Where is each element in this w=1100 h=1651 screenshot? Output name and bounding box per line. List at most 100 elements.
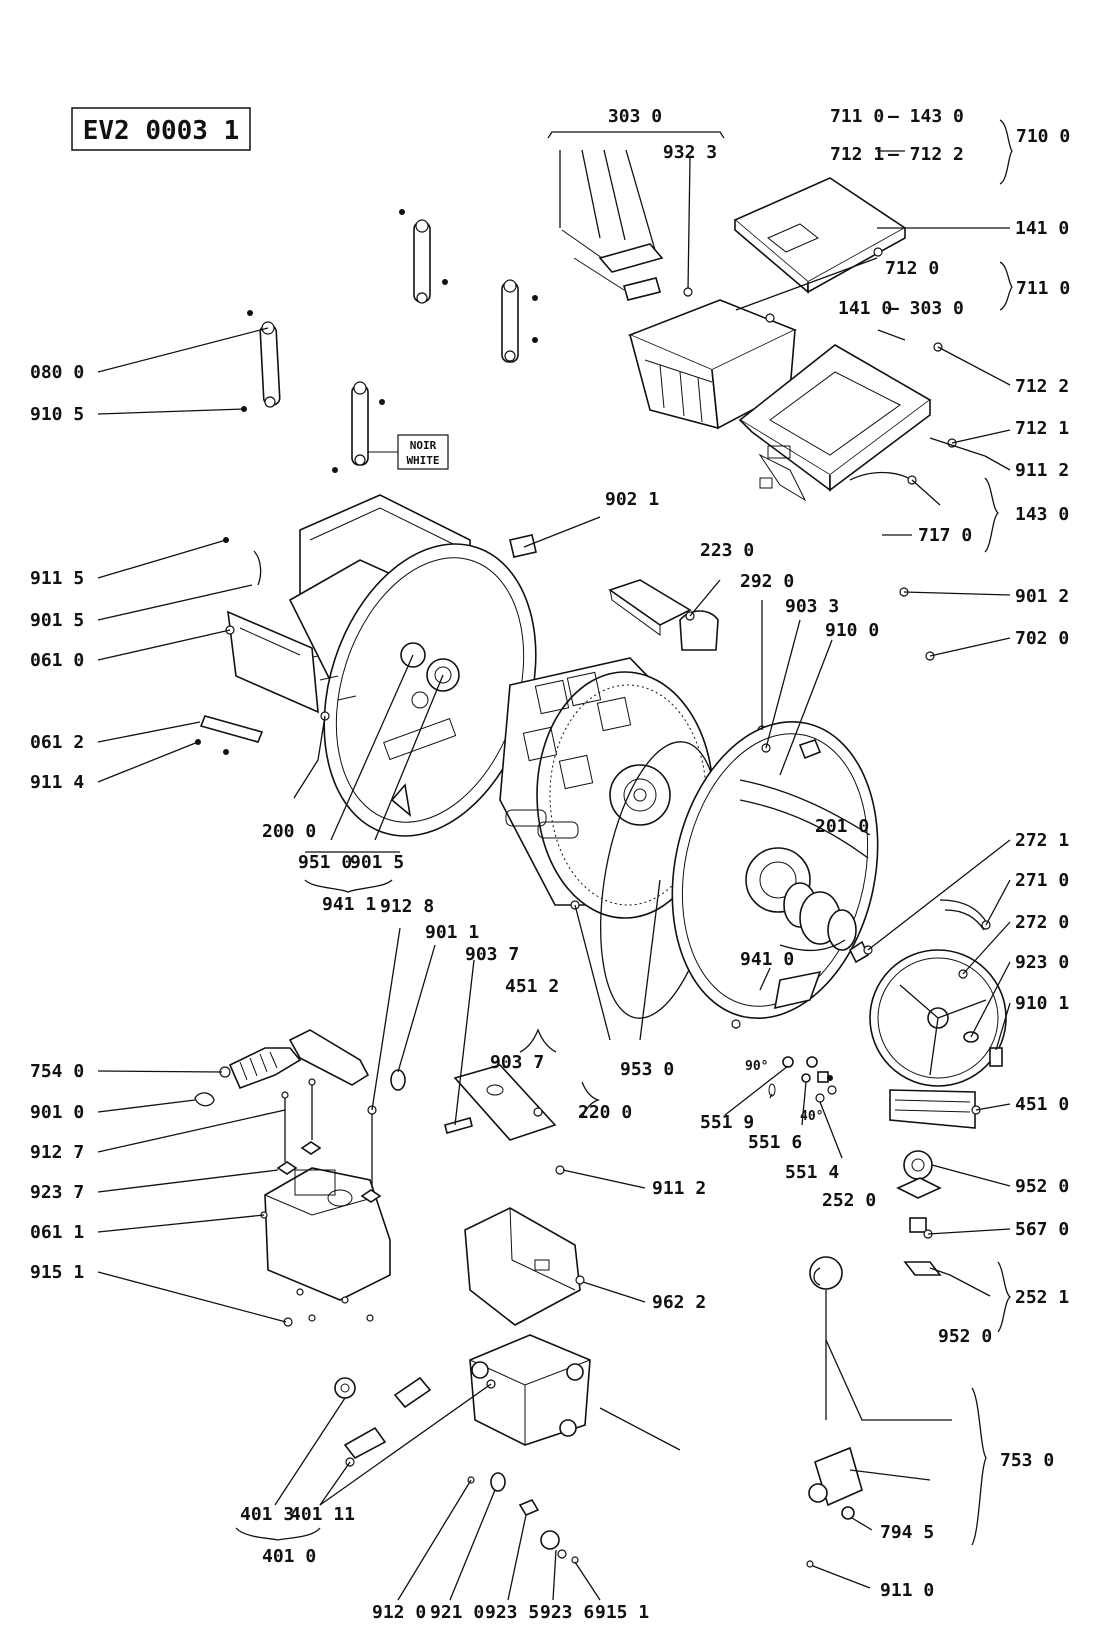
label-7121b: 712 1 [1015, 418, 1069, 439]
shock-absorbers: NOIR WHITE [241, 209, 538, 473]
front-panel-bracket [195, 537, 319, 755]
label-9033: 903 3 [785, 596, 839, 617]
angle-label-90: 90° [745, 1059, 768, 1074]
label-9015b: 901 5 [350, 852, 404, 873]
label-7120: 712 0 [885, 258, 939, 279]
dispenser-drawer [627, 299, 797, 430]
label-9236: 923 6 [540, 1602, 594, 1623]
label-9015a: 901 5 [30, 610, 84, 631]
label-9410: 941 0 [740, 949, 794, 970]
label-9110: 911 0 [880, 1580, 934, 1601]
heating-element [889, 1089, 981, 1129]
lid-cover [733, 177, 907, 294]
dispenser-housing [738, 329, 986, 502]
label-4013: 401 3 [240, 1504, 294, 1525]
label-2200: 220 0 [578, 1102, 632, 1123]
reference-code: EV2 0003 1 [83, 116, 240, 146]
rear-tub-half [288, 494, 537, 837]
label-1410a: 141 0 [1015, 218, 1069, 239]
label-9021: 902 1 [605, 489, 659, 510]
label-7170: 717 0 [918, 525, 972, 546]
label-2000: 200 0 [262, 821, 316, 842]
label-9520a: 952 0 [1015, 1176, 1069, 1197]
label-9235: 923 5 [485, 1602, 539, 1623]
label-1430a: — 143 0 [888, 106, 964, 127]
angle-label-40: 40° [800, 1109, 823, 1124]
label-9112a: 911 2 [1015, 460, 1069, 481]
label-7530: 753 0 [1000, 1450, 1054, 1471]
pulley-group [848, 899, 1007, 1087]
label-9011: 901 1 [425, 922, 479, 943]
motor-cover [464, 1207, 585, 1326]
label-4512: 451 2 [505, 976, 559, 997]
label-9112b: 911 2 [652, 1178, 706, 1199]
label-2230: 223 0 [700, 540, 754, 561]
label-9151b: 915 1 [595, 1602, 649, 1623]
thermostat-group [896, 1150, 942, 1276]
label-9520b: 952 0 [938, 1326, 992, 1347]
label-7110a: 711 0 [830, 106, 884, 127]
label-7122b: 712 2 [1015, 376, 1069, 397]
label-5514: 551 4 [785, 1162, 839, 1183]
base-block [260, 1078, 391, 1327]
motor-connectors [334, 1376, 579, 1564]
label-2521: 252 1 [1015, 1287, 1069, 1308]
label-9151a: 915 1 [30, 1262, 84, 1283]
label-4010: 401 0 [262, 1546, 316, 1567]
label-7020: 702 0 [1015, 628, 1069, 649]
front-tub-half [599, 721, 879, 1029]
label-0610: 061 0 [30, 650, 84, 671]
label-3030b: — 303 0 [888, 298, 964, 319]
heater-bracket [444, 1064, 565, 1175]
label-9037a: 903 7 [465, 944, 519, 965]
label-3030: 303 0 [608, 106, 662, 127]
pressure-switch [806, 1256, 863, 1568]
label-9237: 923 7 [30, 1182, 84, 1203]
label-2520: 252 0 [822, 1190, 876, 1211]
label-9210: 921 0 [430, 1602, 484, 1623]
label-9411: 941 1 [322, 894, 376, 915]
label-2010: 201 0 [815, 816, 869, 837]
label-7100: 710 0 [1016, 126, 1070, 147]
label-9230: 923 0 [1015, 952, 1069, 973]
sensor-parts [768, 1056, 837, 1103]
label-40111: 401 11 [290, 1504, 355, 1525]
tag-line-2: WHITE [406, 454, 439, 467]
label-2720: 272 0 [1015, 912, 1069, 933]
label-9128: 912 8 [380, 896, 434, 917]
label-0612: 061 2 [30, 732, 84, 753]
label-9323: 932 3 [663, 142, 717, 163]
label-9120: 912 0 [372, 1602, 426, 1623]
leader-lines [97, 119, 1013, 1601]
label-9012: 901 2 [1015, 586, 1069, 607]
label-0611: 061 1 [30, 1222, 84, 1243]
label-7110b: 711 0 [1016, 278, 1070, 299]
label-9100: 910 0 [825, 620, 879, 641]
label-9127: 912 7 [30, 1142, 84, 1163]
label-9101: 910 1 [1015, 993, 1069, 1014]
inlet-hose [194, 1029, 406, 1107]
reference-box: EV2 0003 1 [71, 107, 251, 151]
detergent-drawer-group [547, 131, 725, 301]
drain-hose [899, 587, 935, 785]
label-2721: 272 1 [1015, 830, 1069, 851]
label-9115: 911 5 [30, 568, 84, 589]
label-1410b: 141 0 [838, 298, 892, 319]
label-5670: 567 0 [1015, 1219, 1069, 1240]
label-2710: 271 0 [1015, 870, 1069, 891]
label-9530: 953 0 [620, 1059, 674, 1080]
label-7945: 794 5 [880, 1522, 934, 1543]
label-1430b: 143 0 [1015, 504, 1069, 525]
label-9010: 901 0 [30, 1102, 84, 1123]
label-7122a: — 712 2 [888, 144, 964, 165]
motor [469, 1334, 681, 1451]
label-5516: 551 6 [748, 1132, 802, 1153]
label-4510: 451 0 [1015, 1094, 1069, 1115]
label-9105: 910 5 [30, 404, 84, 425]
label-0800: 080 0 [30, 362, 84, 383]
label-9510: 951 0 [298, 852, 352, 873]
label-9037b: 903 7 [490, 1052, 544, 1073]
label-9622: 962 2 [652, 1292, 706, 1313]
